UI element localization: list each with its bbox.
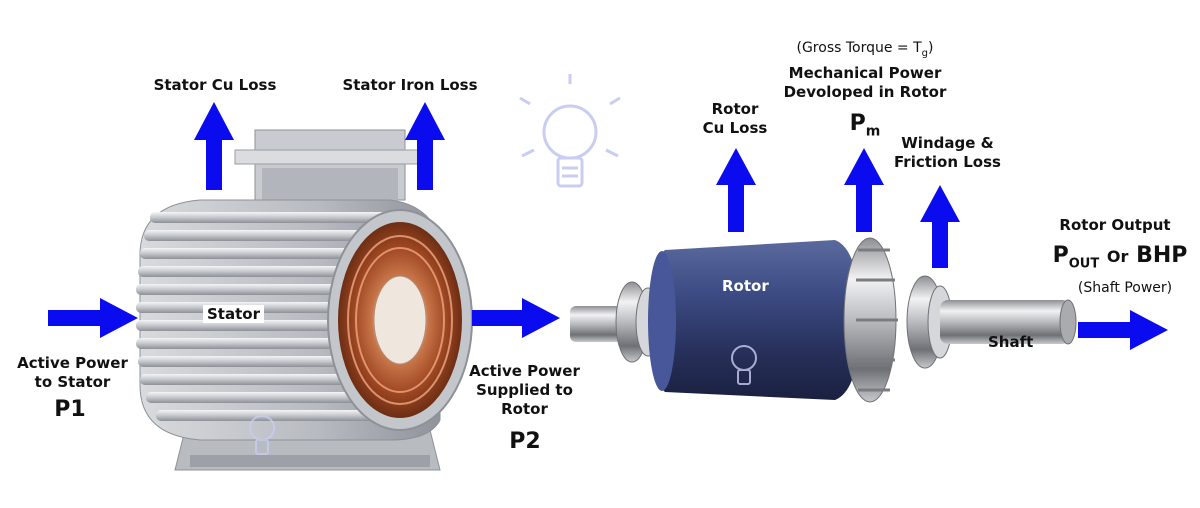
- rotor-tag: Rotor: [722, 277, 769, 295]
- pm-symbol: Pm: [849, 111, 881, 140]
- windage-friction-arrow: [920, 185, 960, 268]
- stator-cu-loss-arrow: [194, 102, 234, 190]
- windage-friction-label: Windage & Friction Loss: [894, 134, 1001, 171]
- stator-illustration: [136, 129, 473, 471]
- active-power-stator-label: Active Power to Stator: [17, 354, 128, 391]
- shaft-power-label: (Shaft Power): [1077, 280, 1173, 296]
- bulb-watermark-icon: [519, 74, 621, 188]
- stator-cu-loss-label: Stator Cu Loss: [153, 76, 277, 94]
- pout-bhp-label: POUT Or BHP: [1052, 243, 1188, 272]
- stator-iron-loss-arrow: [405, 102, 445, 190]
- stator-iron-loss-label: Stator Iron Loss: [342, 76, 478, 94]
- loss-arrows: [194, 102, 960, 268]
- mechanical-power-label: Mechanical Power Devoloped in Rotor: [783, 64, 947, 101]
- rotor-cu-loss-arrow: [716, 148, 756, 232]
- active-power-rotor-label: Active Power Supplied to Rotor: [469, 362, 580, 418]
- rotor-output-label: Rotor Output: [1059, 216, 1171, 234]
- flow-arrows: [48, 298, 1168, 350]
- mechanical-power-arrow: [844, 148, 884, 232]
- rotor-illustration: [570, 237, 1077, 403]
- gross-torque-label: (Gross Torque = Tg): [796, 40, 934, 59]
- bulb-watermark-icon: [249, 345, 757, 455]
- p2-symbol: P2: [509, 429, 541, 454]
- p1-symbol: P1: [54, 397, 86, 422]
- active-power-rotor-arrow: [472, 298, 560, 338]
- rotor-cu-loss-label: Rotor Cu Loss: [702, 100, 768, 137]
- active-power-in-arrow: [48, 298, 138, 338]
- shaft-tag: Shaft: [988, 333, 1034, 351]
- stator-tag: Stator: [203, 305, 264, 323]
- rotor-output-arrow: [1078, 310, 1168, 350]
